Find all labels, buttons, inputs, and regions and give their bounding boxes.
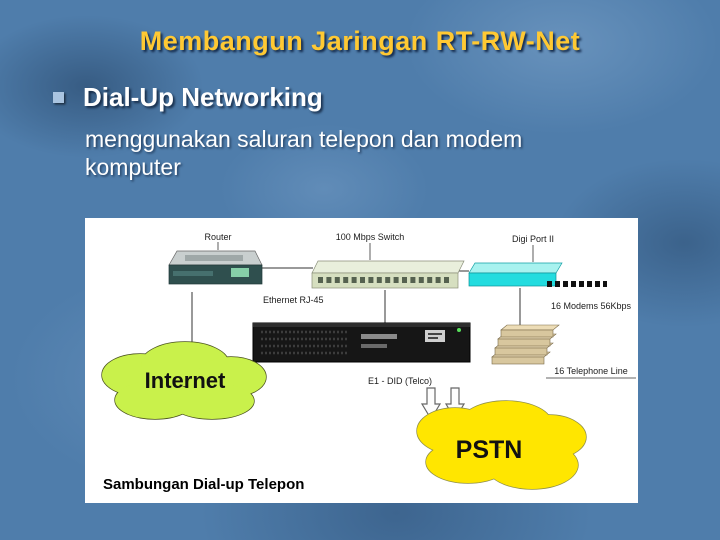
ethernet-label: Ethernet RJ-45 [263, 295, 324, 305]
bullet-heading: Dial-Up Networking [83, 82, 323, 112]
rack-device [252, 322, 471, 363]
bullet-row: Dial-Up Networking [53, 82, 323, 113]
internet-label: Internet [145, 368, 226, 393]
e1-label: E1 - DID (Telco) [368, 376, 432, 386]
slide-title: Membangun Jaringan RT-RW-Net [139, 26, 581, 56]
digiport-label: Digi Port II [512, 234, 554, 244]
router-device [168, 250, 263, 285]
router-label: Router [204, 232, 231, 242]
digiport-device [468, 262, 607, 287]
connection-lines [191, 242, 636, 379]
diagram-panel: Internet PSTN [85, 218, 638, 503]
modem-stack [491, 324, 560, 365]
diagram-caption: Sambungan Dial-up Telepon [103, 476, 304, 493]
switch-device [311, 260, 465, 289]
body-line-1: menggunakan saluran telepon dan modem [85, 126, 523, 152]
pstn-label: PSTN [456, 436, 523, 464]
network-diagram: Internet PSTN [101, 232, 636, 493]
switch-label: 100 Mbps Switch [336, 232, 405, 242]
telephone-label: 16 Telephone Line [554, 366, 627, 376]
body-text: menggunakan saluran telepon dan modem ko… [85, 126, 522, 181]
bullet-square-icon [53, 92, 64, 103]
body-line-2: komputer [85, 153, 181, 180]
internet-cloud: Internet [101, 341, 267, 420]
pstn-cloud: PSTN [416, 400, 587, 490]
modems-label: 16 Modems 56Kbps [551, 301, 632, 311]
